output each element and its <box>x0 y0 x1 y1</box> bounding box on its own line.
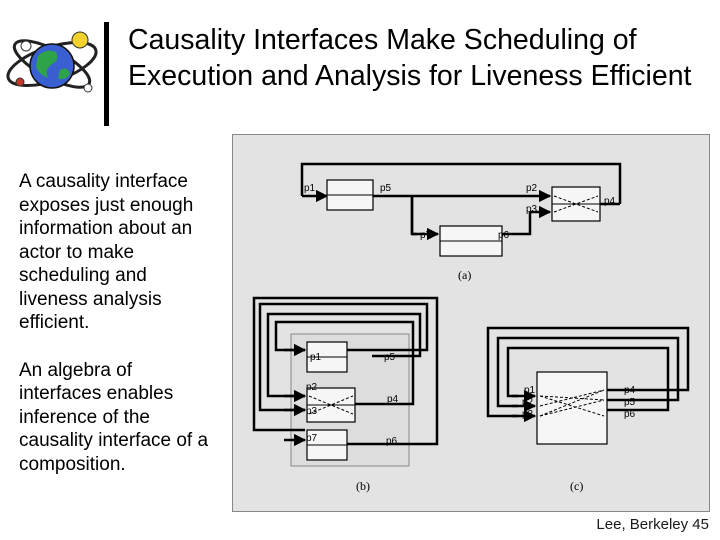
b-port-p2: p2 <box>306 382 318 393</box>
c-port-p2: p2 <box>522 397 534 408</box>
a-port-p2: p2 <box>526 183 538 194</box>
a-port-p4: p4 <box>604 196 616 207</box>
causality-figure: p1 p5 p2 p3 p4 p7 p6 (a) p1 p5 p2 p3 p4 <box>232 134 710 512</box>
caption-a: (a) <box>458 268 471 282</box>
a-port-p6: p6 <box>498 230 510 241</box>
panel-c: p1 p2 p3 p4 p5 p6 (c) <box>486 326 690 493</box>
title-accent-bar <box>104 22 109 126</box>
c-port-p4: p4 <box>624 385 636 396</box>
slide-title: Causality Interfaces Make Scheduling of … <box>128 24 692 92</box>
b-port-p5: p5 <box>384 352 396 363</box>
a-port-p1: p1 <box>304 183 316 194</box>
b-port-p6: p6 <box>386 436 398 447</box>
a-port-p7: p7 <box>420 230 432 241</box>
a-port-p3: p3 <box>526 204 538 215</box>
c-port-p1: p1 <box>524 385 536 396</box>
c-port-p3: p3 <box>522 409 534 420</box>
a-port-p5: p5 <box>380 183 392 194</box>
c-port-p5: p5 <box>624 397 636 408</box>
footer-credit: Lee, Berkeley 45 <box>596 516 709 533</box>
b-port-p1: p1 <box>310 352 322 363</box>
panel-a: p1 p5 p2 p3 p4 p7 p6 (a) <box>300 162 622 282</box>
globe-logo <box>6 31 98 93</box>
b-port-p7: p7 <box>306 433 318 444</box>
bullet-causality-interface: A causality interface exposes just enoug… <box>19 171 194 333</box>
caption-b: (b) <box>356 479 370 493</box>
bullet-algebra-of-interfaces: An algebra of interfaces enables inferen… <box>19 359 209 475</box>
bullet-list: A causality interface exposes just enoug… <box>19 170 219 500</box>
caption-c: (c) <box>570 479 583 493</box>
b-port-p4: p4 <box>387 394 399 405</box>
b-port-p3: p3 <box>306 406 318 417</box>
panel-b: p1 p5 p2 p3 p4 p7 p6 (b) <box>252 296 439 493</box>
c-port-p6: p6 <box>624 409 636 420</box>
